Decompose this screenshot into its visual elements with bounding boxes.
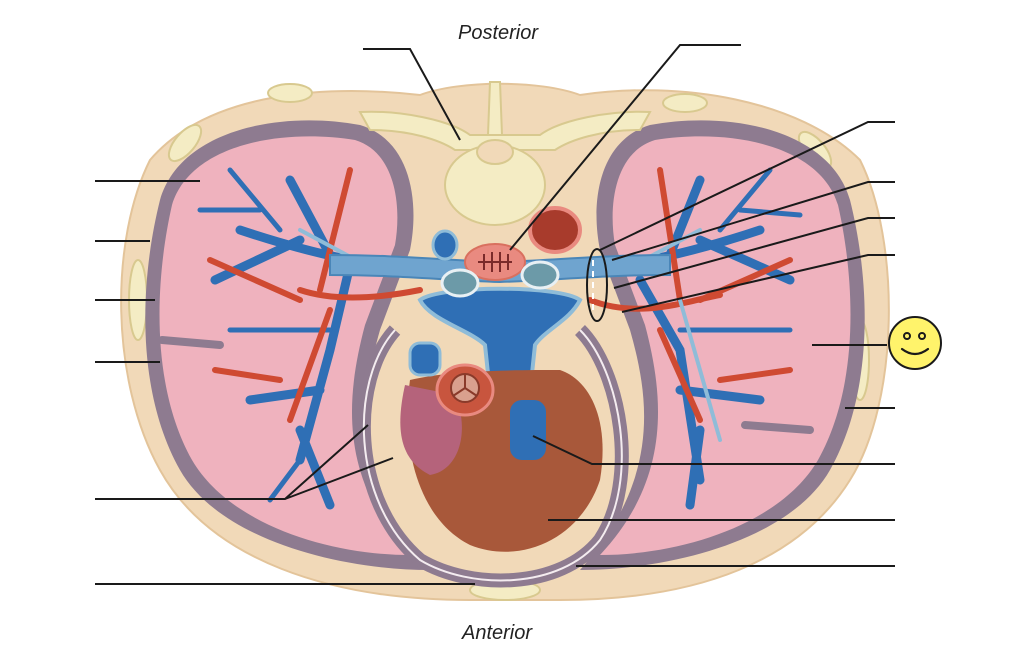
leader-line-T2 xyxy=(509,44,741,251)
leader-lines-right xyxy=(532,121,895,567)
leader-lines-left xyxy=(95,180,475,585)
pericardium-inner xyxy=(362,329,623,582)
heart-region xyxy=(356,325,629,588)
left-pulmonary-vein xyxy=(520,260,560,290)
right-lung xyxy=(159,136,410,555)
azygos-vein xyxy=(431,229,459,261)
leader-line-T1 xyxy=(363,48,461,141)
leader-line-R2 xyxy=(611,181,895,261)
right-pulmonary-vein xyxy=(440,268,480,298)
posterior-label: Posterior xyxy=(458,22,539,44)
anterior-label: Anterior xyxy=(462,622,533,644)
mediastinum xyxy=(329,206,671,457)
vertebra xyxy=(358,81,652,226)
leader-line-R7 xyxy=(532,435,895,465)
leader-line-R1 xyxy=(599,121,895,251)
leader-line-R4 xyxy=(621,254,895,313)
leader-line-L5 xyxy=(95,424,394,500)
hilum-indicator xyxy=(586,248,608,322)
smiley-face-icon xyxy=(888,316,942,370)
pulmonary-trunk-lower xyxy=(510,400,546,460)
descending-aorta xyxy=(528,206,582,254)
leader-lines-top xyxy=(363,44,741,251)
superior-vena-cava xyxy=(408,341,442,377)
leader-line-R3 xyxy=(613,217,895,289)
